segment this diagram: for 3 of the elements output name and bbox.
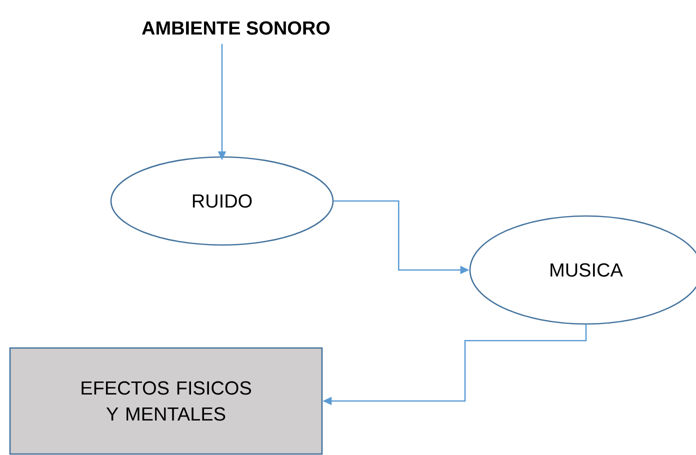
process-box: EFECTOS FISICOS Y MENTALES bbox=[9, 347, 323, 455]
ellipse-node: RUIDO bbox=[110, 156, 334, 246]
title-text: AMBIENTE SONORO bbox=[142, 21, 330, 35]
